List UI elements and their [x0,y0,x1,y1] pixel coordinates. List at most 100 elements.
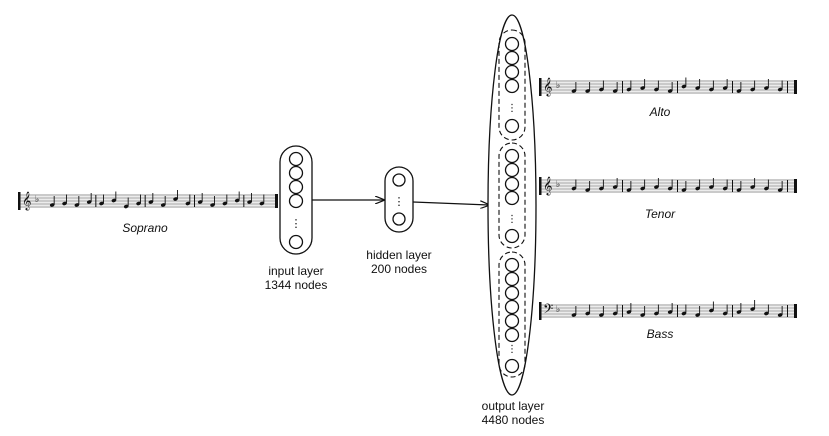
note [599,313,604,317]
note [654,87,659,92]
output-node [504,176,520,192]
note [626,188,632,192]
note [585,311,590,316]
note [571,186,577,191]
output-alto-block [498,29,526,141]
note [640,186,645,191]
hidden-layer-count: 200 nodes [370,262,428,276]
input-layer-group: ⋮ [279,145,313,255]
note [777,188,783,192]
output-layer-group: ⋮ ⋮ ⋮ [487,14,537,396]
note [259,201,265,206]
note [247,200,252,204]
note [185,201,191,206]
note [709,308,714,313]
output-node [504,257,520,273]
note [136,201,141,206]
hidden-layer-box [384,166,414,233]
note [722,86,728,90]
output-node [504,228,520,244]
input-layer-label: input layer 1344 nodes [246,264,346,292]
input-node [288,179,304,195]
note [640,86,645,90]
output-node [504,64,520,80]
treble-clef-icon: 𝄞 [22,191,31,211]
note [695,86,700,90]
note [210,203,215,207]
note [585,89,590,93]
output-node [504,78,520,94]
note [222,201,228,206]
note [695,186,700,191]
svg-text:♭: ♭ [556,180,560,190]
input-node [288,151,304,167]
note [49,203,55,207]
output-node [504,50,520,66]
input-node [288,165,304,181]
note [667,310,673,314]
note [160,203,166,207]
hidden-layer-label: hidden layer 200 nodes [349,248,449,276]
output-node [504,299,520,315]
note [148,200,154,204]
tenor-staff: 𝄞♭ [539,176,797,196]
note [585,188,590,192]
note [695,313,700,317]
input-layer-count: 1344 nodes [264,278,328,292]
output-ellipsis: ⋮ [507,214,517,225]
soprano-label: Soprano [122,221,168,235]
output-node [504,327,520,343]
note [667,186,673,191]
note [764,186,769,191]
note [722,311,728,316]
note [612,185,618,189]
note [736,310,742,314]
note [722,186,728,191]
alto-label: Alto [649,105,671,119]
note [764,311,769,316]
note [709,87,714,92]
output-layer-count: 4480 nodes [481,413,545,427]
bass-label: Bass [646,327,674,341]
note [123,204,129,209]
arrow-hidden-to-output [412,202,489,205]
note [111,198,117,203]
note [626,87,632,92]
note [571,89,577,93]
note [777,87,783,92]
note [612,89,618,93]
output-node [504,285,520,301]
note [612,311,618,316]
output-layer-name: output layer [481,399,545,413]
svg-text:♭: ♭ [35,195,39,205]
output-node [504,190,520,206]
hidden-node [392,173,406,187]
output-node [504,358,520,374]
note [764,86,769,90]
output-layer-label: output layer 4480 nodes [458,399,568,427]
note [86,200,92,204]
note [681,311,687,316]
svg-text:♭: ♭ [556,81,560,91]
note [750,87,755,92]
output-ellipsis: ⋮ [507,344,517,355]
alto-staff: 𝄞♭ [539,77,797,97]
input-layer-name: input layer [268,264,324,278]
bass-staff: 𝄢♭ [539,300,797,320]
note [681,84,687,89]
output-bass-block [498,251,526,378]
treble-clef-icon: 𝄞 [543,176,552,196]
note [62,201,67,206]
output-tenor-block [498,142,526,249]
soprano-staff: 𝄞♭ [18,190,278,211]
note [750,185,755,189]
output-node [504,148,520,164]
tenor-label: Tenor [644,207,676,221]
note [599,186,604,191]
output-ellipsis: ⋮ [507,103,517,114]
input-node [288,193,304,209]
output-node [504,313,520,329]
note [709,185,714,189]
hidden-ellipsis: ⋮ [394,195,405,208]
